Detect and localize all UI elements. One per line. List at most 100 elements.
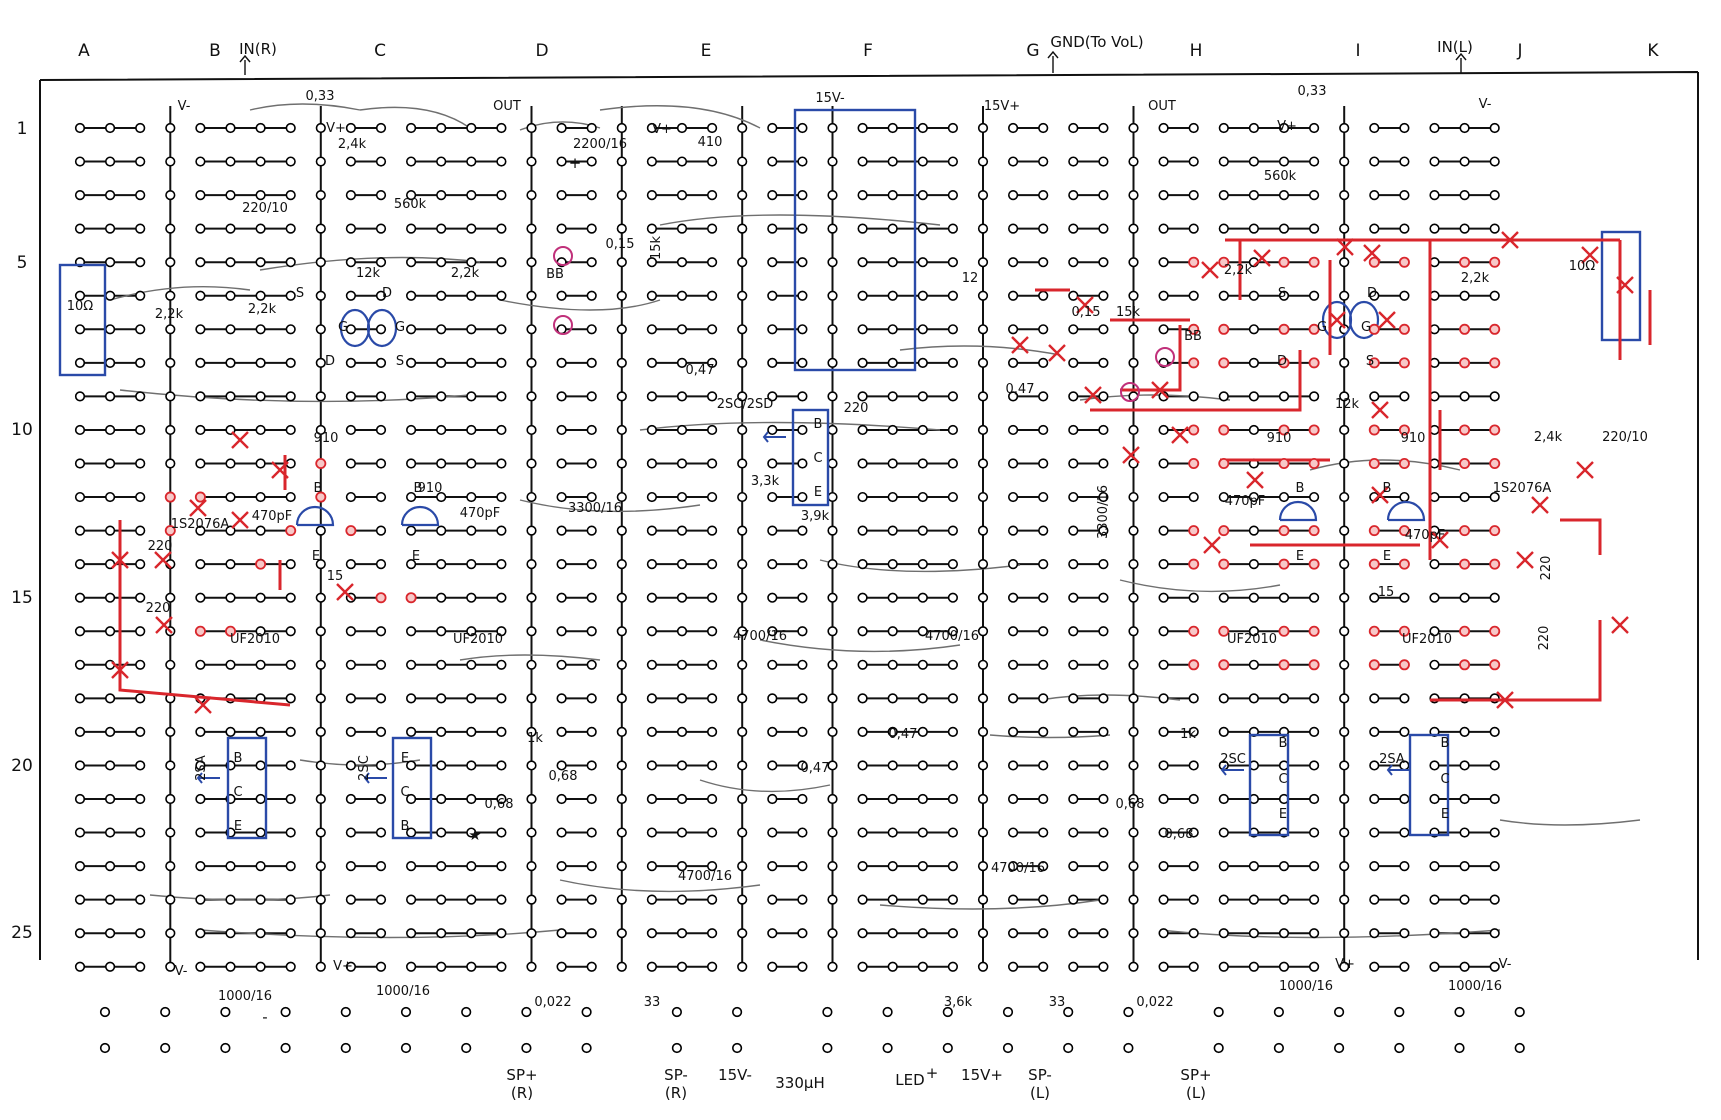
hole	[1278, 860, 1290, 872]
hole	[436, 659, 447, 670]
hole	[1489, 894, 1500, 905]
component-value: 0,68	[1165, 827, 1194, 842]
hole	[556, 659, 567, 670]
hole	[135, 659, 146, 670]
hole	[1158, 827, 1169, 838]
hole	[1248, 290, 1259, 301]
removed-hole	[1489, 625, 1501, 637]
hole	[616, 659, 627, 670]
hole	[586, 257, 597, 268]
hole	[526, 894, 537, 905]
hole	[797, 659, 808, 670]
component-value: 1k	[1180, 727, 1196, 742]
hole	[887, 726, 898, 738]
cut-mark	[111, 661, 129, 679]
hole	[1007, 793, 1019, 805]
column-label: F	[863, 41, 873, 61]
hole	[706, 726, 718, 738]
hole	[1339, 424, 1350, 436]
removed-hole	[1278, 357, 1290, 369]
hole	[496, 894, 507, 905]
hole	[1068, 626, 1079, 637]
hole	[1128, 659, 1139, 670]
jumper-wire	[199, 929, 561, 939]
hole	[345, 793, 357, 805]
hole	[1158, 491, 1169, 503]
hole	[436, 961, 447, 972]
hole	[406, 894, 417, 905]
hole	[461, 1006, 472, 1018]
hole	[285, 424, 296, 436]
terminal-label: (L)	[1186, 1084, 1206, 1102]
hole	[436, 827, 447, 838]
hole	[1308, 928, 1320, 939]
component-value: 220	[146, 601, 171, 616]
hole	[646, 726, 658, 738]
hole	[375, 290, 387, 301]
hole	[1098, 961, 1109, 972]
pin-label: S	[396, 354, 404, 369]
hole	[345, 324, 357, 335]
hole	[1429, 760, 1440, 771]
hole	[827, 827, 838, 838]
removed-hole	[1459, 323, 1471, 335]
hole	[737, 290, 748, 301]
hole	[225, 122, 236, 134]
hole	[280, 1042, 291, 1054]
hole	[1068, 391, 1079, 402]
hole	[556, 626, 567, 637]
hole	[1248, 122, 1259, 134]
hole	[104, 190, 116, 201]
component-value: 15	[1378, 585, 1395, 600]
hole	[220, 1006, 231, 1018]
hole	[315, 827, 326, 838]
component-value: 4700/16	[991, 861, 1045, 876]
hole	[315, 726, 326, 738]
modification-wire	[1560, 518, 1602, 555]
hole	[526, 122, 537, 134]
component-value: 220	[844, 401, 869, 416]
hole	[436, 156, 447, 167]
hole	[255, 223, 266, 234]
component-value: 2,4k	[1534, 430, 1563, 445]
hole	[74, 760, 86, 771]
hole	[225, 156, 236, 167]
hole	[255, 391, 266, 402]
hole	[1339, 190, 1350, 201]
hole	[466, 190, 477, 201]
hole	[195, 290, 206, 301]
hole	[731, 1042, 743, 1054]
component-value: 0,47	[1006, 382, 1035, 397]
hole	[1038, 424, 1049, 436]
hole	[556, 894, 567, 905]
hole	[616, 223, 627, 234]
hole	[616, 491, 627, 503]
hole	[616, 860, 627, 872]
hole	[285, 860, 296, 872]
bb-marker	[553, 246, 573, 266]
hole	[887, 592, 898, 603]
hole	[496, 424, 507, 436]
hole	[1098, 559, 1109, 570]
hole	[917, 793, 928, 805]
removed-hole	[1398, 525, 1410, 537]
hole	[737, 894, 748, 905]
hole	[586, 928, 597, 939]
hole	[466, 122, 477, 134]
column-label: G	[1026, 41, 1039, 61]
hole	[1098, 391, 1109, 402]
pin-label: E	[1296, 549, 1304, 564]
component-value: 0,68	[549, 769, 578, 784]
hole	[586, 525, 597, 536]
component-value: 910	[418, 481, 443, 496]
hole	[1339, 928, 1350, 939]
hole	[977, 726, 989, 738]
hole	[1459, 122, 1470, 134]
cut-mark	[1076, 296, 1094, 314]
hole	[797, 491, 808, 503]
hole	[1248, 391, 1259, 402]
hole	[375, 324, 387, 335]
hole	[1128, 860, 1139, 872]
hole	[1218, 156, 1229, 167]
hole	[406, 525, 417, 536]
